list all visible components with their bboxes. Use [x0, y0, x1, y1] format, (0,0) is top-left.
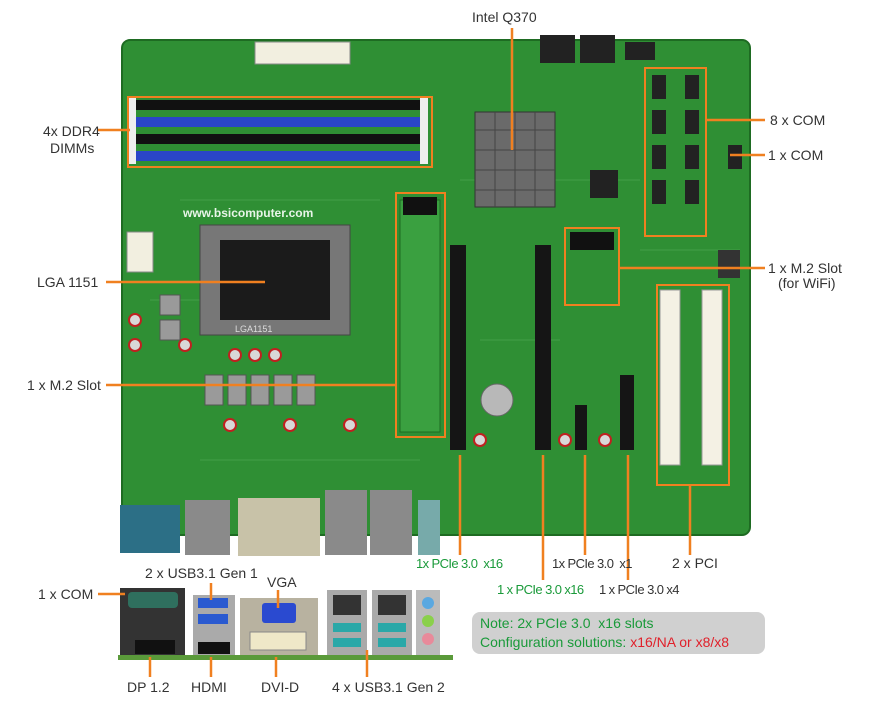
com-headers	[652, 75, 742, 204]
m2-highlight-box	[395, 192, 446, 438]
label-8-com: 8 x COM	[770, 112, 825, 128]
vga-port	[262, 603, 296, 623]
io-label-usb-gen1: 2 x USB3.1 Gen 1	[145, 565, 258, 581]
io-label-com: 1 x COM	[38, 586, 93, 602]
io-label-hdmi: HDMI	[191, 679, 227, 695]
dvi-port	[249, 631, 307, 651]
io-label-usb-gen2: 4 x USB3.1 Gen 2	[332, 679, 445, 695]
io-label-vga: VGA	[267, 574, 297, 590]
label-cpu-socket: LGA 1151	[37, 274, 98, 290]
io-label-dp: DP 1.2	[127, 679, 170, 695]
super-io-chip	[590, 170, 618, 198]
label-m2-wifi-2: (for WiFi)	[778, 275, 836, 291]
atx-power-connector	[254, 41, 351, 65]
note-line2: Configuration solutions: x16/NA or x8/x8	[480, 634, 729, 650]
label-m2-wifi: 1 x M.2 Slot	[768, 260, 842, 276]
pci-highlight-box	[656, 284, 730, 486]
capacitors	[128, 313, 612, 447]
eps-power-connector	[126, 231, 154, 273]
pci-slots	[659, 289, 723, 466]
pcie-slots	[450, 245, 634, 450]
vrm-area	[159, 294, 316, 406]
usb-gen1-port-1	[198, 598, 228, 608]
label-pcie-x4: 1 x PCIe 3.0 x4	[599, 582, 679, 597]
dimm-slots	[128, 98, 428, 164]
label-pcie-x16-a: 1x PCIe 3.0 x16	[416, 556, 503, 571]
note-line2-highlight: x16/NA or x8/x8	[630, 634, 729, 650]
note-line1: Note: 2x PCIe 3.0 x16 slots	[480, 615, 654, 631]
label-m2-slot: 1 x M.2 Slot	[27, 377, 101, 393]
lan-port-2	[378, 595, 406, 615]
com-highlight-box	[644, 67, 707, 237]
label-pcie-x16-b: 1 x PCIe 3.0 x16	[497, 582, 584, 597]
usb-gen1-port-2	[198, 614, 228, 624]
dimm-highlight-box	[127, 96, 433, 168]
lan-port-1	[333, 595, 361, 615]
board-rear-io	[120, 490, 440, 556]
label-pci: 2 x PCI	[672, 555, 718, 571]
label-1-com-right: 1 x COM	[768, 147, 823, 163]
label-pcie-x1: 1x PCIe 3.0 x1	[552, 556, 632, 571]
io-panel	[118, 588, 453, 660]
io-callout-lines	[98, 583, 369, 677]
label-dimms-2: DIMMs	[50, 140, 94, 156]
m2-slot	[399, 199, 441, 433]
socket-marking: LGA1151	[235, 324, 272, 334]
label-dimms: 4x DDR4	[43, 123, 100, 139]
note-box	[472, 612, 765, 654]
watermark: www.bsicomputer.com	[182, 206, 313, 220]
label-chipset: Intel Q370	[472, 9, 537, 25]
dp-port	[135, 640, 175, 654]
cmos-battery	[480, 383, 514, 417]
com-port	[128, 592, 178, 608]
hdmi-port	[198, 642, 230, 654]
io-label-dvi: DVI-D	[261, 679, 299, 695]
m2-wifi-highlight-box	[564, 227, 620, 306]
callout-lines	[98, 28, 765, 580]
m2-wifi-slot	[570, 232, 614, 250]
note-line2-prefix: Configuration solutions:	[480, 634, 630, 650]
